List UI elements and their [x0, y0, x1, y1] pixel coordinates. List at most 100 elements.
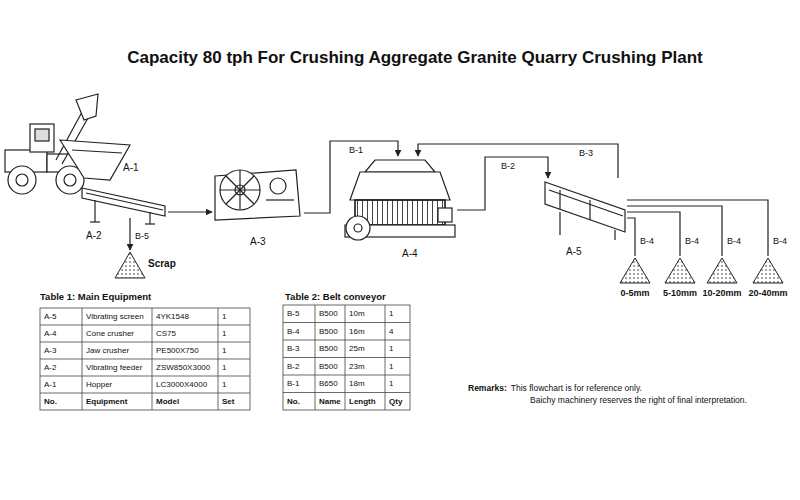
- table-cell: A-1: [44, 376, 56, 393]
- conveyor-label: B-2: [500, 161, 516, 171]
- table-cell: No.: [44, 393, 57, 410]
- material-piles-part: [115, 252, 145, 278]
- conveyor-line: [627, 212, 680, 256]
- table-cell: A-4: [44, 325, 56, 342]
- table-cell: Hopper: [86, 376, 112, 393]
- conveyor-label: B-4: [684, 236, 700, 246]
- table-cell: Model: [156, 393, 179, 410]
- wheel-loader-part: [64, 174, 76, 186]
- callout-number: A-4: [402, 248, 418, 259]
- hopper-part: [72, 150, 122, 153]
- equipment-table-grid-part: [40, 325, 250, 326]
- table-cell: Vibrating feeder: [86, 359, 142, 376]
- equipment-unit: A-1: [58, 138, 134, 182]
- equipment-table-grid-part: [82, 308, 83, 410]
- equipment-unit: A-5: [540, 178, 627, 242]
- material-pile: Scrap: [114, 250, 146, 280]
- table-cell: 1: [222, 359, 226, 376]
- vibrating-feeder-part: [90, 221, 100, 222]
- equipment-table-grid-part: [218, 308, 219, 410]
- conveyor-table-grid-part: [283, 305, 410, 410]
- cone-crusher-part: [350, 172, 450, 200]
- conveyor-label: B-1: [348, 145, 364, 155]
- conveyor-table-grid-part: [283, 322, 410, 323]
- cone-crusher-part: [354, 224, 362, 232]
- table-cell: 10m: [349, 305, 365, 323]
- jaw-crusher-part: [270, 178, 286, 194]
- table-cell: 25m: [349, 340, 365, 358]
- jaw-crusher-part: [220, 170, 260, 210]
- conveyor-line: [627, 200, 768, 256]
- table-cell: 1: [389, 305, 393, 323]
- material-pile: 10-20mm: [706, 256, 738, 284]
- size-label: 0-5mm: [620, 288, 649, 298]
- table-cell: B-5: [287, 305, 299, 323]
- vibrating-feeder-part: [94, 200, 95, 222]
- table-title: Table 1: Main Equipment: [40, 291, 151, 302]
- jaw-crusher-part: [266, 199, 294, 200]
- table-cell: Vibrating screen: [86, 308, 144, 325]
- cone-crusher-part: [365, 160, 435, 172]
- table-cell: 16m: [349, 323, 365, 341]
- table-cell: Name: [319, 393, 341, 411]
- jaw-crusher: [215, 170, 300, 220]
- table-cell: PE500X750: [156, 342, 199, 359]
- vibrating-screen-part: [589, 200, 590, 220]
- equipment-unit: A-4: [343, 156, 457, 242]
- table-cell: Qty: [389, 393, 402, 411]
- callout-number: A-2: [86, 230, 102, 241]
- table-cell: Jaw crusher: [86, 342, 129, 359]
- table-cell: A-5: [44, 308, 56, 325]
- table-cell: B500: [319, 323, 338, 341]
- size-label: Scrap: [148, 258, 176, 269]
- material-piles: [115, 252, 783, 283]
- vibrating-feeder-part: [149, 212, 150, 224]
- material-piles-part: [665, 258, 695, 283]
- equipment-table-grid: [40, 308, 250, 410]
- table-cell: 1: [222, 376, 226, 393]
- table-title: Table 2: Belt conveyor: [285, 291, 386, 302]
- jaw-crusher-part: [226, 176, 254, 204]
- table-cell: B-4: [287, 323, 299, 341]
- equipment-table-grid-part: [40, 342, 250, 343]
- material-pile: 0-5mm: [619, 256, 651, 284]
- conveyor-table-grid-part: [283, 340, 410, 341]
- table-cell: B-1: [287, 375, 299, 393]
- material-pile: 20-40mm: [752, 256, 784, 284]
- table-cell: 1: [389, 375, 393, 393]
- equipment-table-grid-part: [40, 359, 250, 360]
- conveyor-line: [627, 206, 722, 256]
- conveyor-table-grid-part: [283, 357, 410, 358]
- table-cell: 1: [222, 325, 226, 342]
- table-cell: 18m: [349, 375, 365, 393]
- jaw-crusher-part: [226, 176, 254, 204]
- table-cell: 4YK1548: [156, 308, 189, 325]
- equipment-unit: A-3: [212, 163, 304, 223]
- size-label: 5-10mm: [663, 288, 697, 298]
- material-pile: 5-10mm: [664, 256, 696, 284]
- wheel-loader-part: [30, 124, 54, 152]
- conveyor-label: B-5: [134, 231, 150, 241]
- vibrating-feeder: [82, 188, 165, 224]
- vibrating-screen-part: [614, 230, 615, 240]
- conveyor-line: [304, 141, 398, 213]
- table-cell: 1: [222, 308, 226, 325]
- diagram-title: Capacity 80 tph For Crushing Aggregate G…: [30, 48, 800, 68]
- conveyor-label: B-4: [772, 236, 788, 246]
- conveyor-label: B-4: [639, 236, 655, 246]
- table-cell: No.: [287, 393, 300, 411]
- material-piles-part: [620, 258, 650, 283]
- wheel-loader-part: [76, 94, 98, 120]
- vibrating-screen-part: [559, 212, 560, 235]
- equipment-table-grid-part: [40, 376, 250, 377]
- jaw-crusher-part: [215, 170, 300, 220]
- equipment-table-grid-part: [152, 308, 153, 410]
- remark-note: Baichy machinery reserves the right of f…: [530, 395, 747, 405]
- vibrating-screen: [545, 182, 625, 240]
- vibrating-feeder-part: [145, 223, 155, 224]
- wheel-loader-part: [35, 129, 49, 141]
- size-label: 20-40mm: [748, 288, 787, 298]
- table-cell: B650: [319, 375, 338, 393]
- table-cell: ZSW850X3000: [156, 359, 210, 376]
